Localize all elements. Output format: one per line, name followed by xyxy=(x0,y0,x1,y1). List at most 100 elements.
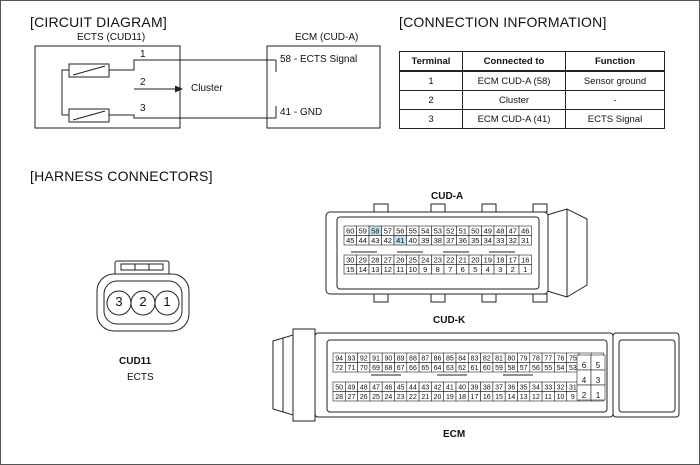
ecm-pin-number: 91 xyxy=(372,355,380,362)
ecm-pin-number: 69 xyxy=(372,365,380,372)
cud-a-pin-number: 35 xyxy=(471,236,479,245)
ecm-pin-number: 56 xyxy=(532,365,540,372)
ecm-pin-number: 89 xyxy=(397,355,405,362)
cud-a-pin-number: 53 xyxy=(434,226,442,235)
cud-a-pin-number: 20 xyxy=(471,255,479,264)
table-row: 1 ECM CUD-A (58) Sensor ground xyxy=(399,70,665,91)
cell-terminal: 1 xyxy=(399,70,463,91)
ecm-side-pin-number: 5 xyxy=(596,361,601,370)
cud-a-pin-number: 37 xyxy=(446,236,454,245)
cud-a-pin-number: 39 xyxy=(421,236,429,245)
harness-connectors-title: [HARNESS CONNECTORS] xyxy=(30,168,213,184)
ecm-pin-number: 11 xyxy=(545,394,552,401)
cud-a-pin-number: 23 xyxy=(434,255,442,264)
ecm-pin-number: 55 xyxy=(544,365,552,372)
cud-a-pin-number: 27 xyxy=(384,255,392,264)
cell-connected-to: ECM CUD-A (41) xyxy=(462,109,566,129)
cud-a-pin-number: 7 xyxy=(448,265,452,274)
ecm-pin-number: 47 xyxy=(372,384,380,391)
cud-a-pin-number: 14 xyxy=(359,265,367,274)
cud-a-pin-number: 52 xyxy=(446,226,454,235)
cud-a-pin-number: 6 xyxy=(461,265,465,274)
ecm-pin-number: 45 xyxy=(397,384,405,391)
ecm-pin-number: 23 xyxy=(397,394,405,401)
cud-a-pin-number: 19 xyxy=(484,255,492,264)
table-row: 2 Cluster - xyxy=(399,90,665,110)
cud-a-pin-number: 40 xyxy=(409,236,417,245)
ecm-pin-number: 53 xyxy=(569,365,577,372)
ecm-pin-number: 43 xyxy=(421,384,429,391)
cud-a-pin-number: 5 xyxy=(473,265,477,274)
ecm-pin-number: 42 xyxy=(434,384,442,391)
circuit-diagram xyxy=(34,45,381,129)
header-function: Function xyxy=(565,51,665,72)
cud-a-pin-cell xyxy=(518,264,532,275)
ecm-pin-number: 17 xyxy=(471,394,479,401)
ecm-pin-number: 27 xyxy=(348,394,356,401)
cud11-pin-label: 1 xyxy=(163,294,171,309)
cud-a-pin-number: 25 xyxy=(409,255,417,264)
resistor-upper-slash xyxy=(72,65,106,76)
cud11-pin-1 xyxy=(154,290,180,316)
cud-a-pin-number: 56 xyxy=(396,226,404,235)
cud-a-pin-number: 48 xyxy=(496,226,504,235)
ecm-side-pin-number: 6 xyxy=(582,361,587,370)
cud-a-pin-number: 55 xyxy=(409,226,417,235)
ecm-pin-number: 76 xyxy=(557,355,565,362)
ecm-pin-number: 48 xyxy=(360,384,368,391)
ecm-side-pin-number: 2 xyxy=(582,391,587,400)
cud-a-title: CUD-A xyxy=(431,191,464,202)
ecm-signal-label: 58 - ECTS Signal xyxy=(280,54,358,65)
ecm-pin-number: 14 xyxy=(507,394,515,401)
cud-a-pin-number: 33 xyxy=(496,236,504,245)
ecm-pin-number: 90 xyxy=(384,355,392,362)
cud-a-pin-number: 58 xyxy=(371,226,379,235)
connection-table: Terminal Connected to Function 1 ECM CUD… xyxy=(399,51,665,129)
cell-terminal: 3 xyxy=(399,109,463,129)
cell-function: Sensor ground xyxy=(565,70,665,91)
ecm-pin-number: 77 xyxy=(544,355,552,362)
wire-loop-upper xyxy=(61,59,180,101)
cud-k-title: CUD-K xyxy=(433,315,466,326)
ecm-pin-number: 10 xyxy=(557,394,565,401)
ecm-pin-number: 58 xyxy=(507,365,515,372)
ecm-pin-number: 18 xyxy=(458,394,466,401)
ecm-label: ECM (CUD-A) xyxy=(295,32,359,43)
cud-a-pin-number: 38 xyxy=(434,236,442,245)
ecm-pin-number: 28 xyxy=(335,394,343,401)
ecm-pin-number: 15 xyxy=(495,394,503,401)
header-terminal: Terminal xyxy=(399,51,463,72)
wire-loop-lower xyxy=(61,101,180,119)
cud-a-pin-number: 54 xyxy=(421,226,429,235)
ecm-pin-number: 83 xyxy=(471,355,479,362)
cud-a-pin-number: 17 xyxy=(509,255,517,264)
ecm-pin-number: 34 xyxy=(532,384,540,391)
cud-a-pin-number: 36 xyxy=(459,236,467,245)
cud11-name: ECTS xyxy=(127,372,154,383)
cud-a-pin-number: 2 xyxy=(511,265,515,274)
cud-a-pin-number: 24 xyxy=(421,255,429,264)
cud-a-pin-number: 44 xyxy=(359,236,367,245)
ecm-pin-number: 25 xyxy=(372,394,380,401)
ecm-pin-number: 20 xyxy=(434,394,442,401)
cud-a-pin-number: 42 xyxy=(384,236,392,245)
ecm-pin-number: 60 xyxy=(483,365,491,372)
ecm-pin-number: 86 xyxy=(434,355,442,362)
ecm-pin-number: 70 xyxy=(360,365,368,372)
ecm-pin-number: 81 xyxy=(495,355,503,362)
cud-a-pin-number: 8 xyxy=(436,265,440,274)
ecm-pin-number: 26 xyxy=(360,394,368,401)
cud-a-pin-number: 49 xyxy=(484,226,492,235)
ecm-pin-number: 57 xyxy=(520,365,528,372)
cud-a-pin-number: 26 xyxy=(396,255,404,264)
cud-a-pin-number: 4 xyxy=(486,265,490,274)
cud-a-pin-number: 16 xyxy=(521,255,529,264)
ecm-pin-number: 9 xyxy=(571,394,575,401)
cud-a-pin-number: 15 xyxy=(346,265,354,274)
connection-info-title: [CONNECTION INFORMATION] xyxy=(399,14,607,30)
cud-a-pin-number: 50 xyxy=(471,226,479,235)
ecm-gnd-label: 41 - GND xyxy=(280,107,323,118)
